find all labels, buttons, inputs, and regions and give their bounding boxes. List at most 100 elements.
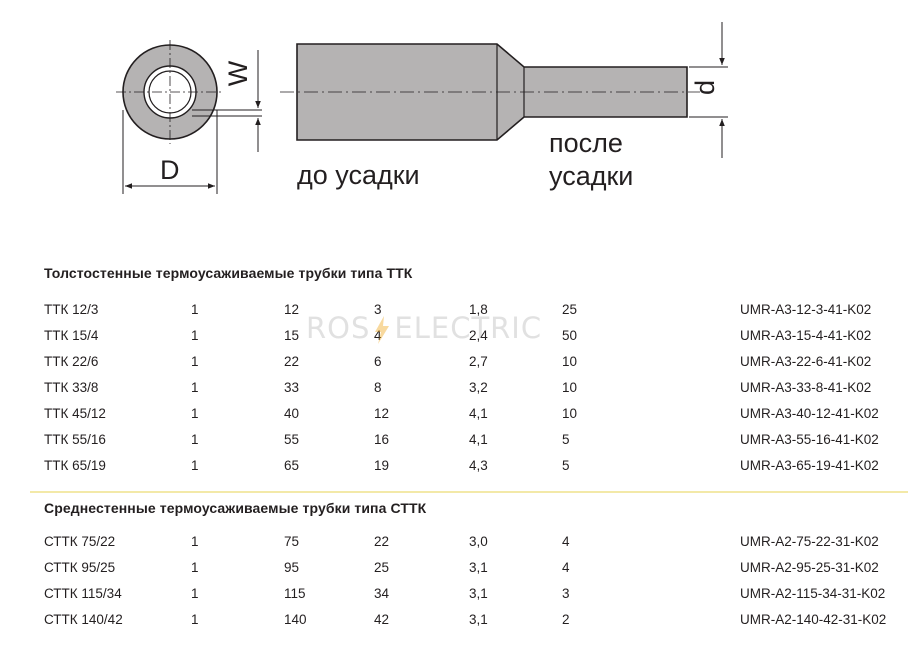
table-cell: 1 bbox=[191, 302, 199, 317]
table-cell: 15 bbox=[284, 328, 300, 343]
label-before-shrink: до усадки bbox=[297, 160, 420, 190]
table-cell: UMR-A3-12-3-41-K02 bbox=[740, 302, 872, 317]
dim-d-outer-label: D bbox=[160, 155, 180, 185]
table-cell: ТТК 45/12 bbox=[44, 406, 106, 421]
tube-diagram: D W d до усадки после усадки bbox=[0, 0, 910, 240]
table-cell: 1 bbox=[191, 612, 199, 627]
table-cell: 1 bbox=[191, 458, 199, 473]
table-cell: 65 bbox=[284, 458, 300, 473]
table-cell: 3,2 bbox=[469, 380, 488, 395]
table-row: ТТК 65/19 1 65 19 4,3 5 UMR-A3-65-19-41-K02 bbox=[0, 456, 910, 476]
table-cell: UMR-A3-65-19-41-K02 bbox=[740, 458, 879, 473]
table-cell: 3,0 bbox=[469, 534, 488, 549]
table-cell: ТТК 33/8 bbox=[44, 380, 99, 395]
table-cell: UMR-A2-95-25-31-K02 bbox=[740, 560, 879, 575]
table-cell: 5 bbox=[562, 458, 570, 473]
table-cell: 22 bbox=[284, 354, 300, 369]
lightning-icon bbox=[375, 316, 390, 344]
cross-section-view bbox=[116, 40, 262, 194]
table-cell: UMR-A2-115-34-31-K02 bbox=[740, 586, 886, 601]
table-cell: 1 bbox=[191, 328, 199, 343]
section-title-sttk: Среднестенные термоусаживаемые трубки ти… bbox=[44, 500, 427, 516]
table-cell: ТТК 65/19 bbox=[44, 458, 106, 473]
table-cell: 40 bbox=[284, 406, 300, 421]
table-row: ТТК 22/6 1 22 6 2,7 10 UMR-A3-22-6-41-K02 bbox=[0, 352, 910, 372]
table-cell: 1,8 bbox=[469, 302, 488, 317]
table-cell: 140 bbox=[284, 612, 307, 627]
table-cell: 3 bbox=[374, 302, 382, 317]
table-cell: СТТК 95/25 bbox=[44, 560, 116, 575]
table-cell: ТТК 12/3 bbox=[44, 302, 99, 317]
table-cell: 1 bbox=[191, 560, 199, 575]
table-cell: 10 bbox=[562, 406, 578, 421]
table-cell: 4 bbox=[562, 560, 570, 575]
table-cell: 2,7 bbox=[469, 354, 488, 369]
table-cell: 12 bbox=[374, 406, 390, 421]
dim-w-label: W bbox=[223, 60, 254, 87]
table-cell: ТТК 22/6 bbox=[44, 354, 99, 369]
table-cell: 1 bbox=[191, 586, 199, 601]
table-cell: 1 bbox=[191, 406, 199, 421]
table-cell: UMR-A2-75-22-31-K02 bbox=[740, 534, 879, 549]
table-cell: UMR-A3-40-12-41-K02 bbox=[740, 406, 879, 421]
table-cell: 50 bbox=[562, 328, 578, 343]
table-cell: 1 bbox=[191, 534, 199, 549]
table-row: СТТК 115/34 1 115 34 3,1 3 UMR-A2-115-34-31-K0… bbox=[0, 584, 910, 604]
table-cell: 10 bbox=[562, 354, 578, 369]
table-cell: 10 bbox=[562, 380, 578, 395]
table-cell: 19 bbox=[374, 458, 390, 473]
dim-d-inner-label: d bbox=[690, 79, 721, 96]
side-view bbox=[280, 22, 728, 158]
table-row: ТТК 15/4 1 15 4 2,4 50 UMR-A3-15-4-41-K02 bbox=[0, 326, 910, 346]
section-separator bbox=[30, 491, 908, 493]
table-cell: ТТК 15/4 bbox=[44, 328, 99, 343]
table-cell: UMR-A3-15-4-41-K02 bbox=[740, 328, 872, 343]
table-cell: 75 bbox=[284, 534, 300, 549]
table-cell: 3,1 bbox=[469, 612, 488, 627]
table-cell: 3 bbox=[562, 586, 570, 601]
table-cell: 4 bbox=[374, 328, 382, 343]
table-cell: UMR-A2-140-42-31-K02 bbox=[740, 612, 887, 627]
table-cell: 55 bbox=[284, 432, 300, 447]
table-cell: 115 bbox=[284, 586, 306, 601]
table-cell: 1 bbox=[191, 380, 199, 395]
table-cell: 33 bbox=[284, 380, 300, 395]
section-title-ttk: Толстостенные термоусаживаемые трубки ти… bbox=[44, 265, 413, 281]
table-cell: 12 bbox=[284, 302, 300, 317]
table-cell: 25 bbox=[374, 560, 390, 575]
table-cell: 1 bbox=[191, 354, 199, 369]
table-cell: 2,4 bbox=[469, 328, 488, 343]
table-cell: 25 bbox=[562, 302, 578, 317]
table-cell: 34 bbox=[374, 586, 390, 601]
table-cell: 95 bbox=[284, 560, 300, 575]
table-cell: 4,1 bbox=[469, 432, 488, 447]
table-row: ТТК 55/16 1 55 16 4,1 5 UMR-A3-55-16-41-K02 bbox=[0, 430, 910, 450]
table-cell: 1 bbox=[191, 432, 199, 447]
table-cell: СТТК 115/34 bbox=[44, 586, 122, 601]
table-cell: 2 bbox=[562, 612, 570, 627]
table-cell: 16 bbox=[374, 432, 390, 447]
table-row: СТТК 95/25 1 95 25 3,1 4 UMR-A2-95-25-31-K02 bbox=[0, 558, 910, 578]
table-cell: 4 bbox=[562, 534, 570, 549]
table-cell: UMR-A3-22-6-41-K02 bbox=[740, 354, 872, 369]
label-after-shrink-line1: после bbox=[549, 128, 623, 158]
table-cell: 4,1 bbox=[469, 406, 488, 421]
table-cell: 5 bbox=[562, 432, 570, 447]
watermark-right: ELECTRIC bbox=[394, 311, 543, 345]
watermark: ROS ELECTRIC bbox=[306, 311, 542, 345]
table-cell: UMR-A3-55-16-41-K02 bbox=[740, 432, 879, 447]
table-cell: 42 bbox=[374, 612, 390, 627]
table-row: ТТК 45/12 1 40 12 4,1 10 UMR-A3-40-12-41-K02 bbox=[0, 404, 910, 424]
table-cell: 3,1 bbox=[469, 586, 488, 601]
tube-drawing-svg bbox=[116, 22, 728, 194]
table-cell: 6 bbox=[374, 354, 382, 369]
table-cell: 3,1 bbox=[469, 560, 488, 575]
table-cell: 4,3 bbox=[469, 458, 488, 473]
table-cell: 8 bbox=[374, 380, 382, 395]
table-cell: СТТК 75/22 bbox=[44, 534, 116, 549]
table-cell: ТТК 55/16 bbox=[44, 432, 106, 447]
watermark-left: ROS bbox=[306, 311, 371, 345]
